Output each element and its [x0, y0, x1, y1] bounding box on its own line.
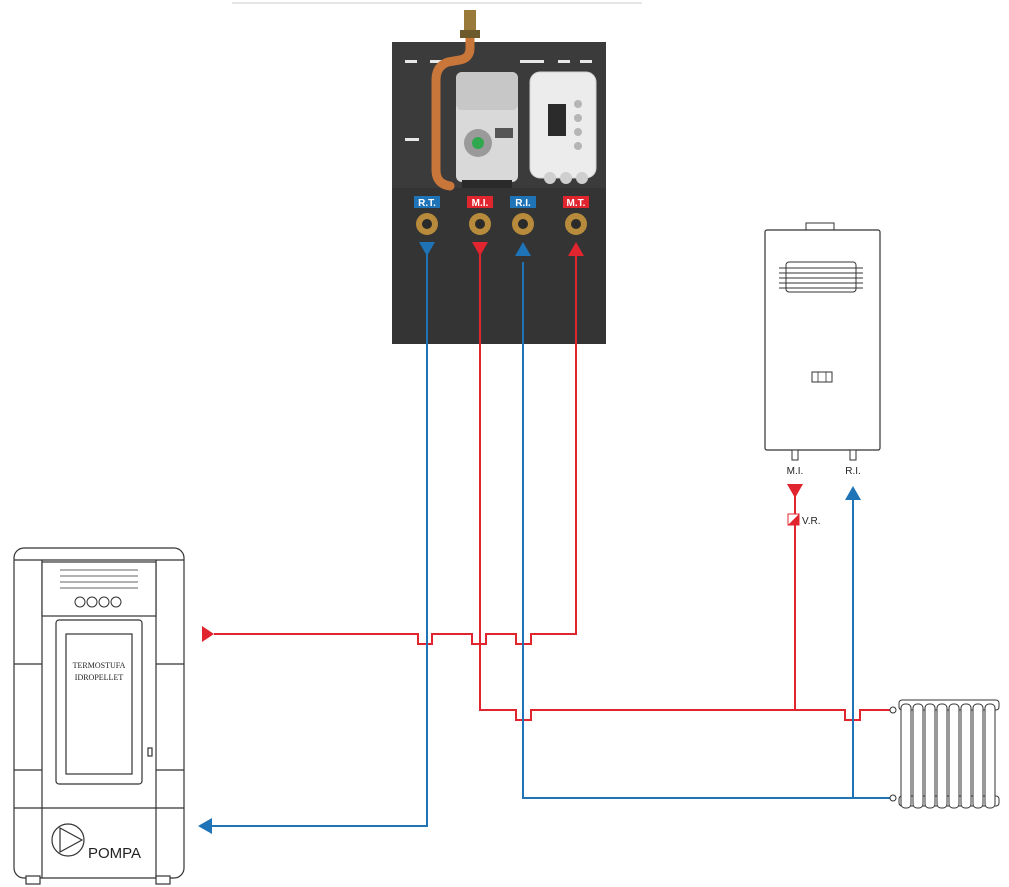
stove-title-line2: IDROPELLET [75, 673, 124, 682]
pipe-rt-to-stove [212, 250, 428, 827]
door-handle-icon [147, 747, 153, 757]
module-port: M.T. [563, 196, 589, 256]
hydraulic-module: R.T. M.I. R.I. M.T. [392, 10, 606, 344]
stove-glass [65, 633, 133, 775]
pump-status-led-icon [472, 137, 484, 149]
flow-arrow-icon [515, 242, 531, 256]
copper-pipe [431, 10, 480, 191]
stove-grille-icon [60, 569, 138, 589]
boiler-grille-icon [779, 261, 863, 293]
boiler-casing [764, 229, 881, 451]
radiator-valve-icon [889, 706, 897, 714]
module-port: R.T. [414, 196, 440, 256]
module-port: M.I. [467, 196, 493, 256]
boiler-display-icon [811, 371, 833, 383]
port-label-tag [467, 196, 493, 208]
port-label: M.I. [472, 198, 489, 209]
port-label: R.I. [515, 198, 531, 209]
boiler-port-label-mi: M.I. [787, 466, 804, 477]
check-valve-icon [787, 513, 800, 526]
pipe-mi-to-radiator [479, 250, 895, 721]
flow-arrow-icon [419, 242, 435, 256]
pipe-ri-return [522, 262, 895, 799]
boiler-fitting-icon [791, 449, 799, 461]
port-label-tag [414, 196, 440, 208]
stove-title-line1: TERMOSTUFA [73, 661, 126, 670]
circulator-pump [456, 72, 518, 188]
pellet-stove [13, 547, 185, 885]
pipe-mt-to-stove [214, 250, 577, 645]
module-port-panel [392, 188, 606, 344]
port-label: M.T. [567, 198, 586, 209]
pipe-network [212, 250, 895, 827]
flow-arrow-icon [472, 242, 488, 256]
radiator [889, 699, 1000, 809]
pump-circle-icon [51, 823, 85, 857]
module-port: R.I. [510, 196, 536, 256]
flow-arrow-icon [198, 818, 212, 834]
controller-box [529, 71, 597, 184]
boiler-unit: M.I. R.I. V.R. [764, 222, 881, 527]
port-label-tag [510, 196, 536, 208]
air-valve-icon [464, 10, 476, 32]
stove-top-vent [41, 561, 157, 617]
boiler-port-label-ri: R.I. [845, 466, 861, 477]
stove-knobs-icon [74, 596, 122, 608]
flow-arrow-icon [202, 626, 214, 642]
boiler-fitting-icon [849, 449, 857, 461]
flow-arrow-icon [845, 486, 861, 500]
controller-display-icon [548, 104, 566, 136]
flow-arrow-icon [787, 484, 803, 498]
pump-label: POMPA [88, 845, 141, 862]
port-label: R.T. [418, 198, 436, 209]
valve-label: V.R. [802, 516, 821, 527]
flow-arrows [198, 484, 861, 834]
port-label-tag [563, 196, 589, 208]
module-ports: R.T. M.I. R.I. M.T. [414, 196, 589, 256]
flow-arrow-icon [568, 242, 584, 256]
radiator-valve-icon [889, 794, 897, 802]
